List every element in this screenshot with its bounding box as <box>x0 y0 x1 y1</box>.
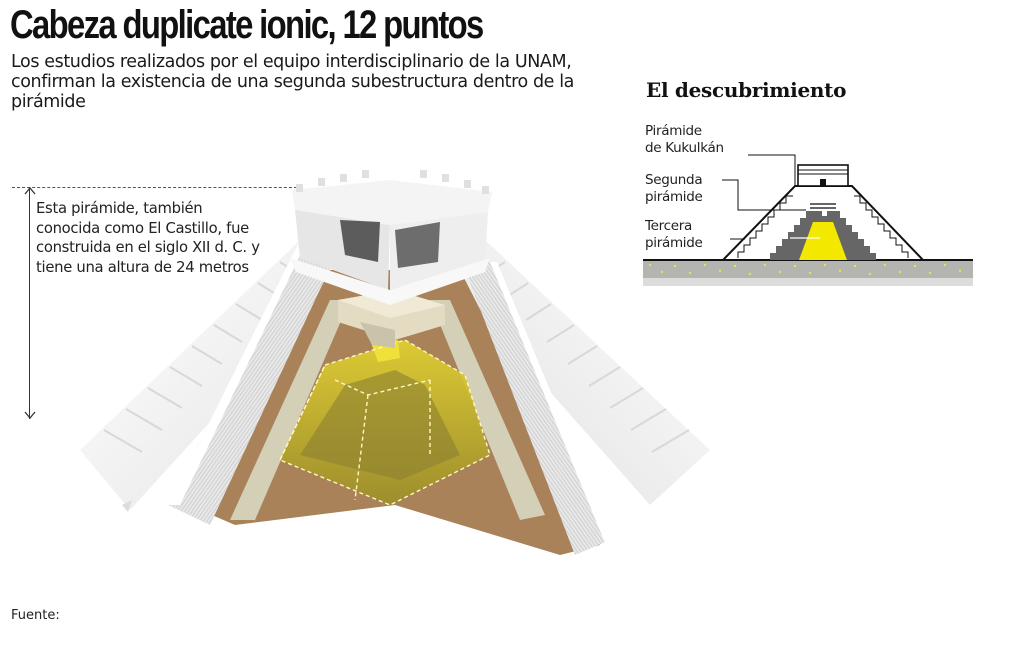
headline: Cabeza duplicate ionic, 12 puntos <box>10 3 484 47</box>
right-terraces <box>460 240 710 505</box>
label-second-pyramid: Segunda pirámide <box>645 172 703 205</box>
label-third-pyramid: Tercera pirámide <box>645 218 703 251</box>
source-label: Fuente: <box>11 608 60 623</box>
inner-pyramid <box>279 339 491 506</box>
temple <box>290 170 492 305</box>
pyramid-cutaway-illustration <box>80 170 710 555</box>
arrow-down-icon <box>24 411 36 420</box>
side-diagram-title: El descubrimiento <box>646 78 847 102</box>
height-annotation: Esta pirámide, también conocida como El … <box>36 200 260 276</box>
cross-section-diagram <box>643 154 973 286</box>
left-staircase <box>168 240 330 525</box>
height-dashed-line <box>12 187 302 188</box>
right-staircase <box>462 262 610 555</box>
height-arrow <box>29 187 30 419</box>
arrow-up-icon <box>24 186 36 195</box>
label-kukulkan: Pirámide de Kukulkán <box>645 123 724 156</box>
subheadline: Los estudios realizados por el equipo in… <box>11 52 575 112</box>
